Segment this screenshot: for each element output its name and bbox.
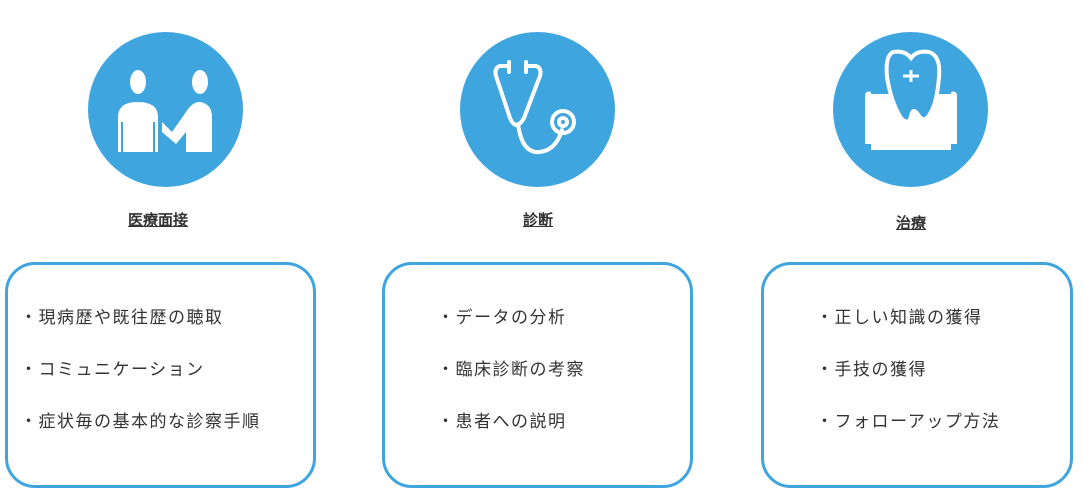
list-item: ・症状毎の基本的な診察手順	[20, 412, 261, 432]
list-item: ・フォローアップ方法	[816, 412, 1001, 432]
section-title-interview: 医療面接	[127, 211, 188, 229]
treatment-box: ・正しい知識の獲得 ・手技の獲得 ・フォローアップ方法	[761, 262, 1073, 488]
section-title-treatment: 治療	[895, 214, 926, 232]
list-item: ・コミュニケーション	[20, 360, 205, 380]
interview-box: ・現病歴や既往歴の聴取 ・コミュニケーション ・症状毎の基本的な診察手順	[5, 262, 316, 488]
list-item: ・手技の獲得	[816, 360, 927, 380]
list-item: ・患者への説明	[437, 412, 567, 432]
stethoscope-icon	[460, 32, 615, 187]
consultation-icon	[88, 32, 243, 187]
list-item: ・現病歴や既往歴の聴取	[20, 308, 224, 328]
list-item: ・正しい知識の獲得	[816, 308, 983, 328]
list-item: ・臨床診断の考察	[437, 360, 585, 380]
tooth-icon	[833, 32, 988, 187]
section-title-diagnosis: 診断	[522, 211, 553, 229]
diagnosis-box: ・データの分析 ・臨床診断の考察 ・患者への説明	[382, 262, 693, 488]
list-item: ・データの分析	[437, 308, 567, 328]
